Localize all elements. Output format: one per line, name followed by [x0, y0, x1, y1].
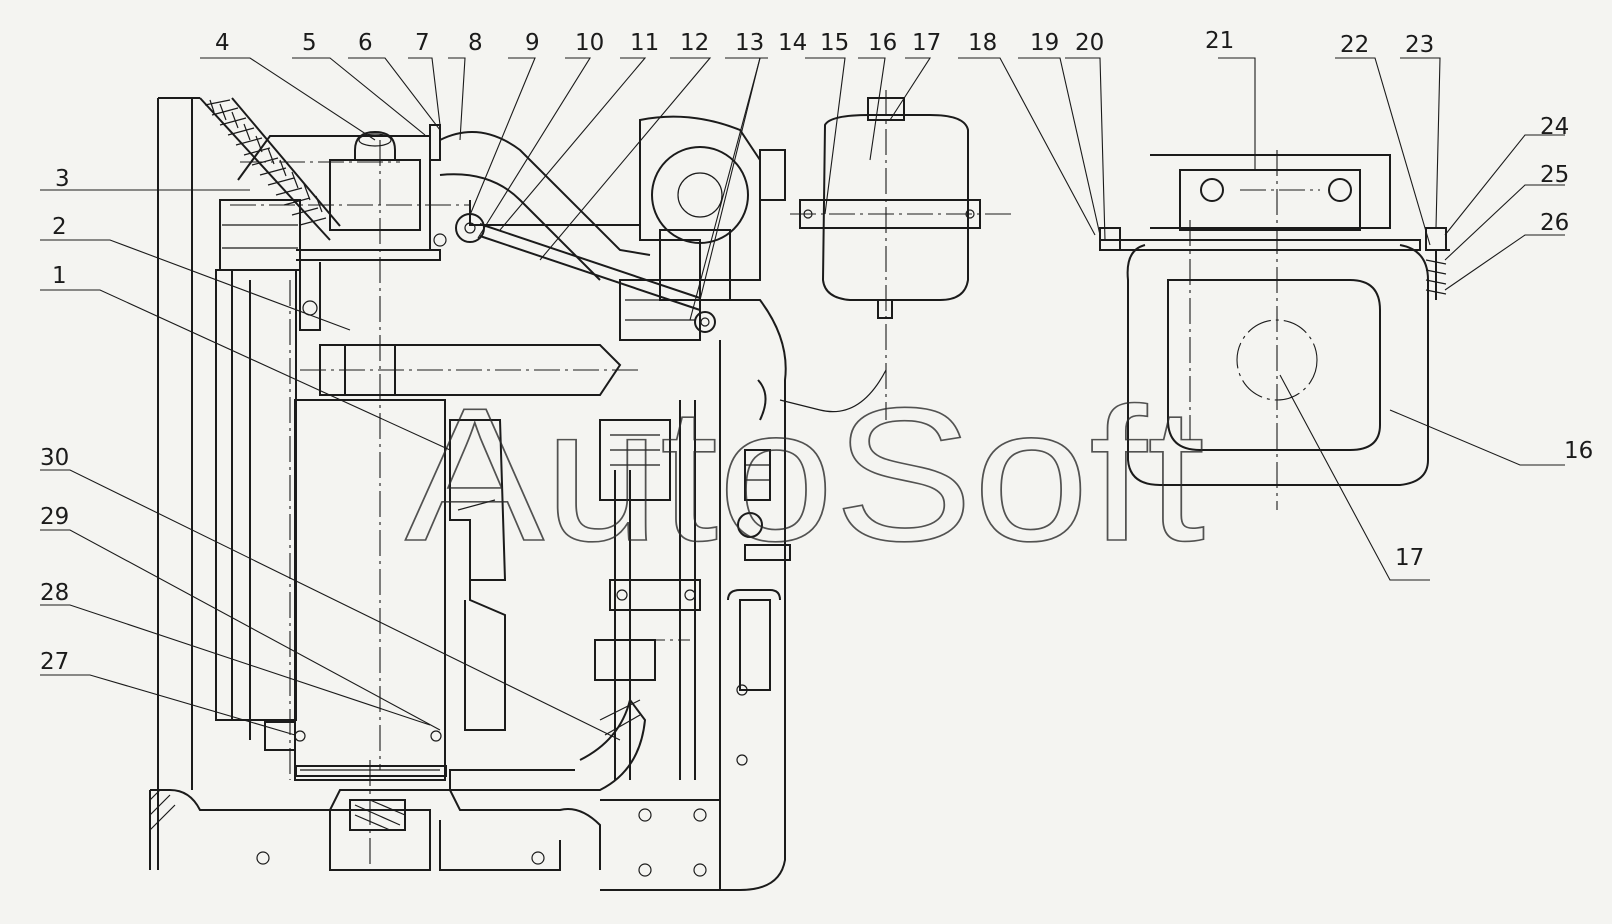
callout-28: 28 — [40, 580, 69, 606]
engine-block — [594, 299, 791, 891]
callout-23: 23 — [1405, 32, 1434, 58]
callout-1: 1 — [52, 263, 67, 289]
upper-tank — [230, 124, 470, 331]
pipes-and-hoses — [300, 131, 716, 791]
callout-13: 13 — [735, 30, 764, 56]
callout-11: 11 — [630, 30, 659, 56]
callout-24: 24 — [1540, 114, 1569, 140]
callout-27: 27 — [40, 649, 69, 675]
callout-17-right: 17 — [1395, 545, 1424, 571]
oil-filter — [449, 419, 507, 731]
callout-25: 25 — [1540, 162, 1569, 188]
callout-4: 4 — [215, 30, 230, 56]
radiator — [215, 140, 447, 781]
callout-21: 21 — [1205, 28, 1234, 54]
callout-18: 18 — [968, 30, 997, 56]
expansion-tank — [779, 90, 1015, 420]
callout-20: 20 — [1075, 30, 1104, 56]
callout-7: 7 — [415, 30, 430, 56]
callout-5: 5 — [302, 30, 317, 56]
callout-16-right: 16 — [1564, 438, 1593, 464]
leader-lines — [40, 57, 1565, 741]
callout-8: 8 — [468, 30, 483, 56]
callout-10: 10 — [575, 30, 604, 56]
callout-2: 2 — [52, 214, 67, 240]
callout-3: 3 — [55, 166, 70, 192]
callout-17: 17 — [912, 30, 941, 56]
base-mount — [149, 760, 721, 890]
callout-12: 12 — [680, 30, 709, 56]
watermark-text: AutoSoft — [405, 369, 1205, 581]
turbocharger — [619, 115, 786, 341]
callout-14: 14 — [778, 30, 807, 56]
callout-9: 9 — [525, 30, 540, 56]
callout-30: 30 — [40, 445, 69, 471]
callout-19: 19 — [1030, 30, 1059, 56]
callout-22: 22 — [1340, 32, 1369, 58]
callout-16: 16 — [868, 30, 897, 56]
callout-26: 26 — [1540, 210, 1569, 236]
callout-6: 6 — [358, 30, 373, 56]
callout-29: 29 — [40, 504, 69, 530]
tank-bracket-view — [1099, 150, 1450, 510]
callouts: 4 5 6 7 8 9 10 11 12 13 14 15 16 17 18 1… — [40, 28, 1593, 675]
callout-15: 15 — [820, 30, 849, 56]
